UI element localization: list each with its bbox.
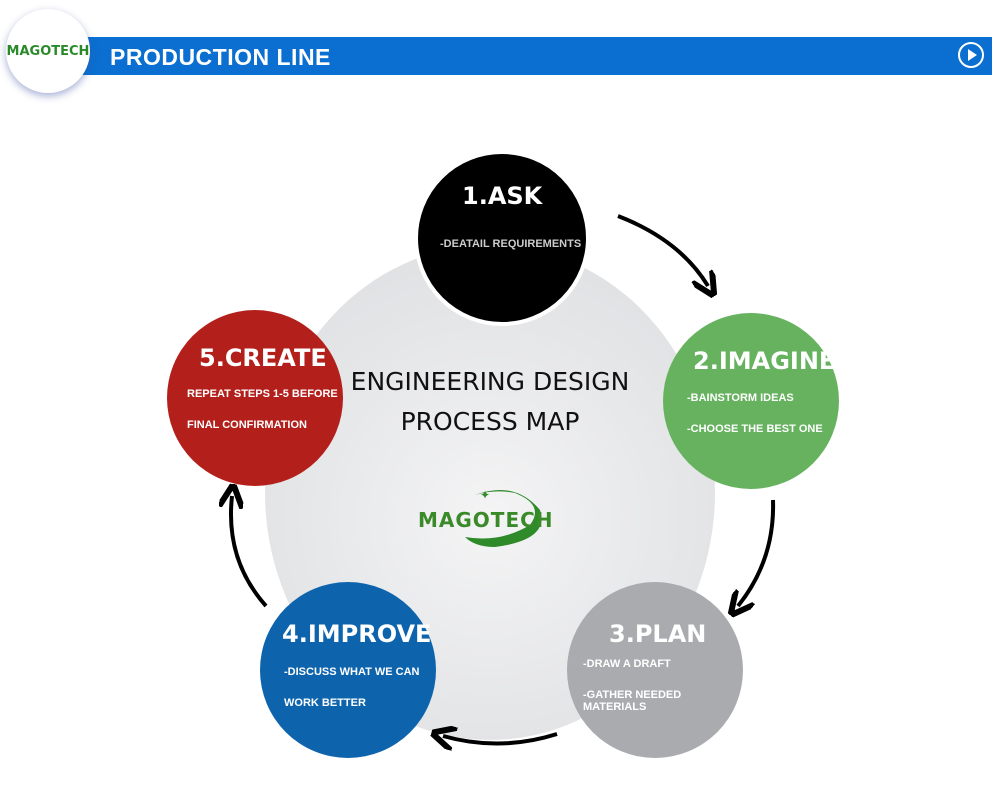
step-line: -DISCUSS WHAT WE CAN bbox=[284, 666, 420, 678]
step-line: WORK BETTER bbox=[284, 697, 366, 709]
step-plan: 3.PLAN -DRAW A DRAFT -GATHER NEEDED MATE… bbox=[567, 582, 743, 758]
step-title: 4.IMPROVE bbox=[282, 620, 432, 648]
step-create: 5.CREATE REPEAT STEPS 1-5 BEFORE FINAL C… bbox=[167, 310, 343, 486]
step-line: -GATHER NEEDED MATERIALS bbox=[583, 689, 682, 713]
step-line: -DEATAIL REQUIREMENTS bbox=[440, 238, 582, 250]
title-line-1: ENGINEERING DESIGN bbox=[350, 367, 630, 396]
header-bar bbox=[60, 37, 992, 75]
step-ask: 1.ASK -DEATAIL REQUIREMENTS bbox=[414, 150, 590, 326]
step-line: -BAINSTORM IDEAS bbox=[687, 392, 794, 404]
arrow-improve-create bbox=[231, 496, 268, 608]
diagram-title: ENGINEERING DESIGN PROCESS MAP bbox=[340, 362, 640, 442]
play-circle-icon[interactable] bbox=[958, 42, 984, 68]
step-line: REPEAT STEPS 1-5 BEFORE bbox=[187, 388, 338, 400]
brand-logo: MAGOTECH bbox=[6, 9, 90, 93]
step-title: 1.ASK bbox=[462, 182, 543, 210]
logo-text: MAGOTECH bbox=[6, 43, 90, 59]
step-title: 5.CREATE bbox=[199, 344, 327, 372]
step-line: -DRAW A DRAFT bbox=[583, 658, 671, 670]
arrow-ask-imagine bbox=[617, 214, 708, 286]
step-imagine: 2.IMAGINE -BAINSTORM IDEAS -CHOOSE THE B… bbox=[663, 313, 839, 489]
logo-swoosh-icon: ✦ bbox=[465, 488, 542, 547]
arrow-plan-improve bbox=[443, 734, 558, 744]
step-title: 3.PLAN bbox=[609, 620, 707, 648]
step-improve: 4.IMPROVE -DISCUSS WHAT WE CAN WORK BETT… bbox=[260, 582, 436, 758]
title-line-2: PROCESS MAP bbox=[400, 407, 580, 436]
svg-text:✦: ✦ bbox=[480, 488, 490, 502]
step-line: FINAL CONFIRMATION bbox=[187, 419, 307, 431]
center-logo-text: MAGOTECH bbox=[418, 508, 554, 532]
arrow-imagine-plan bbox=[738, 499, 776, 606]
step-title: 2.IMAGINE bbox=[693, 347, 836, 375]
page-title: PRODUCTION LINE bbox=[110, 44, 331, 70]
step-line: -CHOOSE THE BEST ONE bbox=[687, 423, 823, 435]
